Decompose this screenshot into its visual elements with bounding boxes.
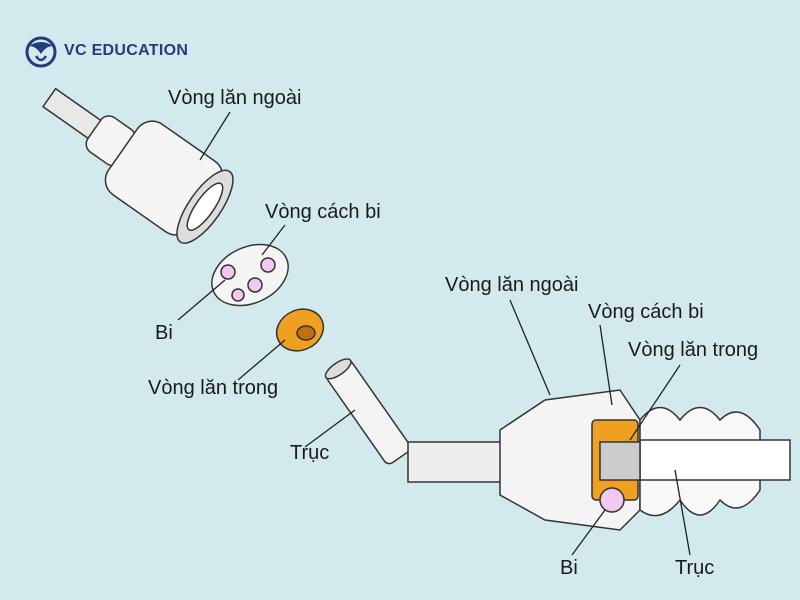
label-cage-assembled: Vòng cách bi bbox=[588, 301, 704, 323]
leader-lines bbox=[177, 111, 691, 556]
label-shaft-exploded: Trục bbox=[290, 442, 330, 464]
exploded-outer-race bbox=[41, 87, 234, 244]
label-cage-exploded: Vòng cách bi bbox=[265, 201, 381, 223]
assembled-joint bbox=[407, 389, 791, 531]
exploded-shaft bbox=[324, 358, 411, 465]
exploded-inner-race bbox=[275, 308, 325, 352]
logo-emblem-icon bbox=[25, 36, 57, 68]
label-inner-race-exploded: Vòng lăn trong bbox=[148, 377, 279, 399]
logo-text: VC EDUCATION bbox=[64, 42, 189, 59]
label-outer-race-assembled: Vòng lăn ngoài bbox=[445, 274, 579, 296]
logo: VC EDUCATION bbox=[24, 34, 188, 68]
label-inner-race-assembled: Vòng lăn trong bbox=[628, 339, 759, 361]
label-shaft-assembled: Trục bbox=[675, 557, 715, 579]
label-ball-assembled: Bi bbox=[560, 557, 578, 579]
exploded-cage bbox=[211, 243, 289, 307]
label-ball-exploded: Bi bbox=[155, 322, 173, 344]
label-outer-race-exploded: Vòng lăn ngoài bbox=[168, 87, 302, 109]
